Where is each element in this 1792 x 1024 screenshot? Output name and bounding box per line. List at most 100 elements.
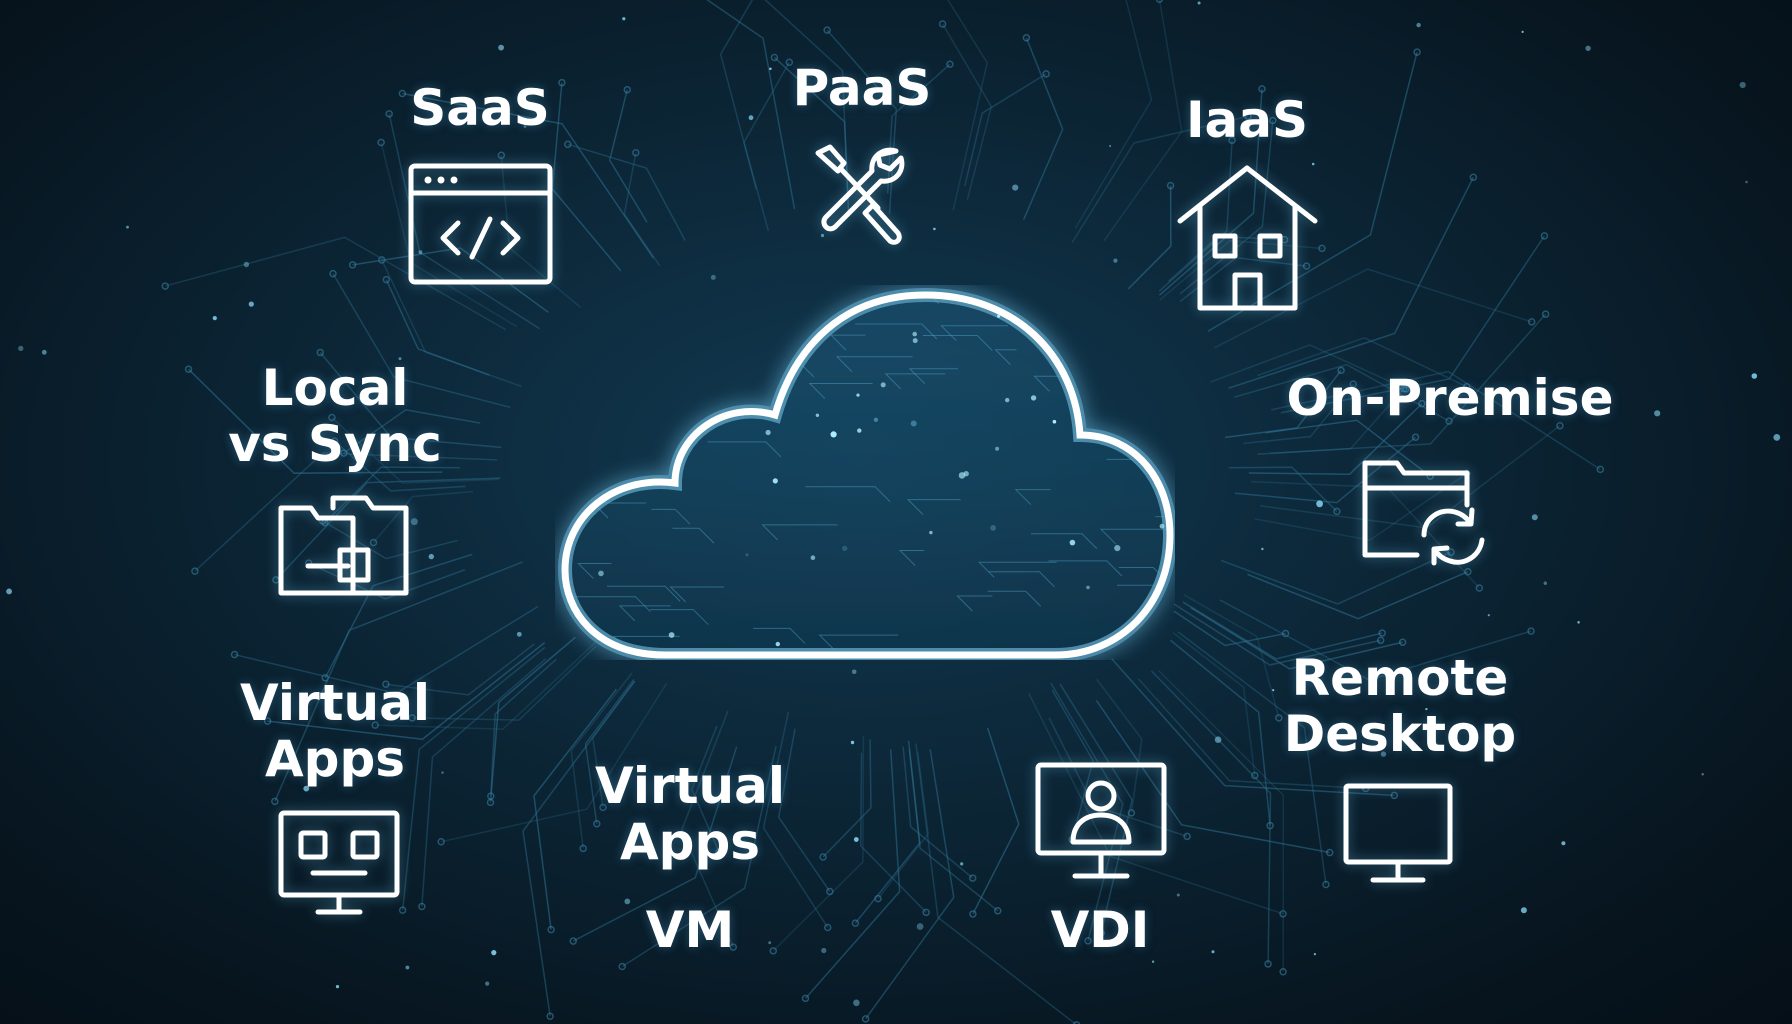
circuit-trace xyxy=(567,143,686,241)
glow-spark xyxy=(212,316,217,321)
glow-spark xyxy=(410,518,418,526)
circuit-trace xyxy=(777,728,831,892)
glow-spark xyxy=(6,588,12,595)
virtual-apps-left-line1: Virtual xyxy=(240,674,430,732)
cloud-circuit-trace xyxy=(651,508,691,525)
glow-spark xyxy=(1316,500,1323,508)
circuit-trace xyxy=(1247,571,1469,620)
cloud-spark xyxy=(639,344,644,348)
cloud-circuit-trace xyxy=(707,441,782,458)
circuit-trace xyxy=(1183,594,1280,719)
circuit-trace xyxy=(1059,683,1133,934)
glow-spark xyxy=(853,837,859,842)
cloud-spark xyxy=(810,555,816,560)
cloud-spark xyxy=(1162,406,1170,414)
cloud-circuit-trace xyxy=(898,550,925,566)
circuit-trace xyxy=(772,735,865,952)
circuit-node xyxy=(1527,627,1535,635)
cloud-spark xyxy=(670,385,677,393)
circuit-node xyxy=(1413,48,1421,56)
cloud-circuit-trace xyxy=(761,524,838,541)
circuit-trace xyxy=(865,748,955,1020)
cloud-circuit-trace xyxy=(601,428,640,445)
circuit-trace xyxy=(343,409,481,454)
circuit-trace xyxy=(1254,472,1468,541)
circuit-trace xyxy=(743,61,790,232)
circuit-trace xyxy=(1248,403,1423,475)
circuit-node xyxy=(1349,380,1357,388)
vdi-label: VDI xyxy=(1010,902,1190,958)
circuit-node xyxy=(230,650,239,659)
circuit-node xyxy=(729,943,738,951)
glow-spark xyxy=(1520,907,1527,914)
circuit-node xyxy=(321,674,329,682)
saas-text: SaaS xyxy=(410,79,550,137)
cloud-circuit-trace xyxy=(829,334,866,351)
cloud-spark xyxy=(912,331,917,337)
glow-spark xyxy=(821,947,827,954)
cloud-circuit-trace xyxy=(977,561,1057,578)
circuit-node xyxy=(1251,771,1259,780)
glow-spark xyxy=(1109,144,1112,148)
circuit-trace xyxy=(1074,0,1153,229)
circuit-node xyxy=(922,908,930,917)
circuit-node xyxy=(161,282,169,290)
circuit-node xyxy=(770,53,779,62)
cloud-circuit-trace xyxy=(884,373,946,390)
glow-spark xyxy=(1561,841,1566,846)
cloud-spark xyxy=(775,641,780,647)
circuit-trace xyxy=(1158,140,1233,292)
circuit-node xyxy=(1266,821,1274,830)
cloud-circuit-trace xyxy=(1101,332,1149,349)
cloud-circuit-trace xyxy=(1014,489,1051,506)
cloud-spark xyxy=(571,365,578,372)
glow-spark xyxy=(491,950,497,956)
circuit-node xyxy=(271,797,279,806)
circuit-trace xyxy=(1127,185,1172,290)
glow-spark xyxy=(851,669,857,675)
cloud-spark xyxy=(568,462,575,469)
glow-spark xyxy=(1261,547,1264,551)
circuit-trace xyxy=(385,643,535,696)
circuit-node xyxy=(1540,232,1549,240)
cloud-circuit-trace xyxy=(744,295,815,305)
cloud-spark xyxy=(1005,397,1010,403)
circuit-trace xyxy=(401,646,546,911)
circuit-node xyxy=(1279,910,1287,918)
circuit-node xyxy=(968,874,977,882)
glow-spark xyxy=(1773,434,1781,441)
circuit-node xyxy=(969,910,977,918)
glow-spark xyxy=(1416,22,1421,28)
circuit-node xyxy=(1042,70,1050,78)
glow-spark xyxy=(303,785,310,792)
circuit-trace xyxy=(941,23,993,200)
cloud-spark xyxy=(1086,585,1090,590)
cloud-circuit-trace xyxy=(606,585,681,602)
circuit-trace xyxy=(188,368,443,474)
circuit-trace xyxy=(490,658,557,797)
circuit-node xyxy=(1279,968,1287,976)
circuit-node xyxy=(1378,629,1386,637)
circuit-trace xyxy=(972,727,1020,915)
circuit-trace xyxy=(1257,313,1547,455)
circuit-node xyxy=(564,140,572,149)
circuit-trace xyxy=(804,749,901,999)
cloud-icon xyxy=(555,285,1178,662)
glow-spark xyxy=(916,923,924,930)
circuit-trace xyxy=(1051,689,1094,840)
circuit-trace xyxy=(1210,344,1407,390)
cloud-spark xyxy=(1153,341,1159,347)
glow-spark xyxy=(441,771,444,774)
circuit-node xyxy=(1398,638,1407,646)
cloud-spark xyxy=(1030,395,1037,401)
glow-spark xyxy=(710,274,716,280)
glow-spark xyxy=(428,553,434,560)
glow-spark xyxy=(1654,410,1661,417)
circuit-node xyxy=(1166,181,1175,190)
circuit-node xyxy=(1322,880,1330,889)
circuit-node xyxy=(593,819,601,828)
circuit-trace xyxy=(1220,551,1452,605)
circuit-node xyxy=(1596,465,1605,474)
circuit-node xyxy=(418,902,426,911)
circuit-trace xyxy=(877,752,929,900)
